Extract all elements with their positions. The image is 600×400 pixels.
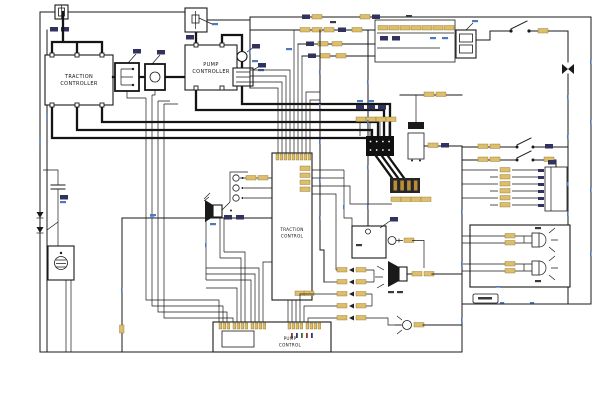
pump-control-label: PUMP xyxy=(284,336,297,341)
traction-control-label: CONTROL xyxy=(281,234,304,239)
label-dash xyxy=(258,63,266,68)
connector-block-icon xyxy=(544,166,568,212)
toggle-switch-icon xyxy=(516,137,532,146)
card-harness-bundle xyxy=(250,30,320,155)
toggle-switch-icon xyxy=(221,201,231,211)
lights-box xyxy=(462,224,571,288)
backup-alarm-icon xyxy=(212,204,223,218)
toggle-switch-icon xyxy=(516,150,532,159)
left-bus-components xyxy=(36,169,75,352)
connector-strip-icon xyxy=(390,178,420,193)
toggle-switch-icon xyxy=(510,20,528,30)
label-dash xyxy=(186,35,194,40)
bottom-center-components xyxy=(351,217,463,335)
relay-icon xyxy=(408,122,424,129)
right-middle-harness xyxy=(461,137,569,212)
connector-zone xyxy=(355,91,463,202)
pump-controller-label: PUMP xyxy=(203,62,218,68)
traction-controller-label: CONTROLLER xyxy=(60,81,98,87)
arrow-connector-ladder xyxy=(206,251,402,326)
traction-control-card: TRACTION CONTROL xyxy=(240,152,392,322)
capacitor-icon xyxy=(50,184,66,190)
horn-circuit xyxy=(475,20,574,305)
pump-controller-label: CONTROLLER xyxy=(192,69,230,75)
label-dash xyxy=(212,23,218,26)
traction-control-label: TRACTION xyxy=(279,227,303,232)
hour-meter-icon xyxy=(47,245,75,281)
key-switch-icon xyxy=(387,236,403,245)
label-dash xyxy=(133,49,141,54)
main-fuse xyxy=(54,4,69,20)
accelerator-module xyxy=(351,225,387,259)
connector-block-icon xyxy=(366,136,394,156)
traction-controller-box xyxy=(44,54,114,106)
contactors xyxy=(111,49,234,322)
pump-control-card: PUMP CONTROL xyxy=(212,321,332,353)
backup-alarm-icon xyxy=(375,261,408,289)
motor-icon xyxy=(236,50,248,63)
part-label-box xyxy=(472,293,499,304)
arrow-connector-icon xyxy=(349,267,354,273)
wire-tag xyxy=(119,324,125,334)
diode-icon xyxy=(36,227,44,233)
label-dash xyxy=(157,50,165,55)
label-dash xyxy=(478,297,492,300)
label-dash xyxy=(50,27,58,32)
label-dash xyxy=(252,44,260,49)
headlight-icon xyxy=(531,255,558,281)
contactor-coil-icon xyxy=(144,63,166,91)
left-middle-components xyxy=(119,171,273,353)
horn-icon xyxy=(568,64,574,74)
pump-control-label: CONTROL xyxy=(279,343,302,348)
horn-icon xyxy=(562,64,568,74)
pump-controller-box xyxy=(184,44,238,91)
top-right-harness xyxy=(249,14,592,89)
pump-control-box xyxy=(212,321,332,353)
diode-icon xyxy=(36,212,44,218)
headlight-icon xyxy=(531,227,558,253)
traction-controller-block: TRACTION CONTROLLER xyxy=(44,10,380,140)
key-switch-panel xyxy=(374,19,456,63)
traction-controller-label: TRACTION xyxy=(64,74,93,80)
